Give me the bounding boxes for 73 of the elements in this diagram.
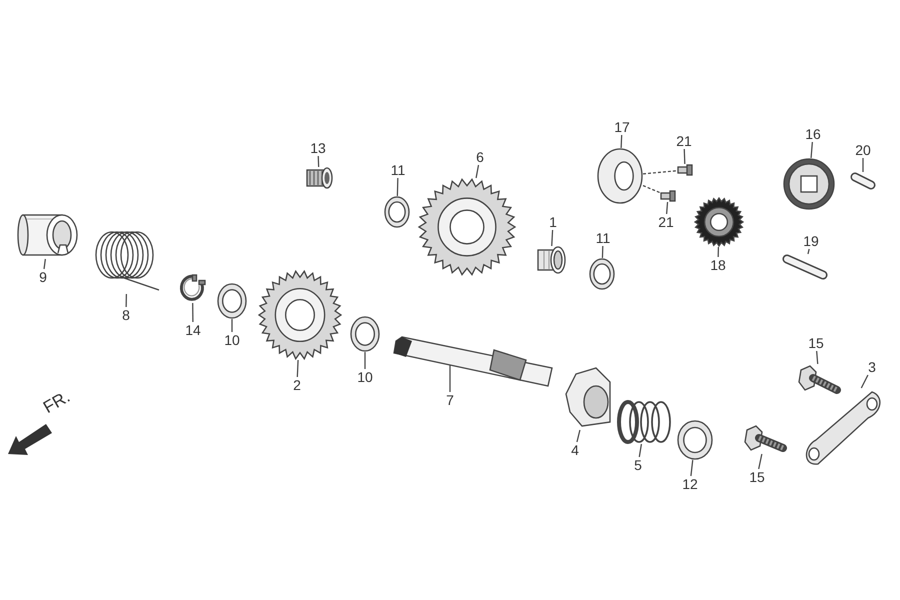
washer-drawing (677, 420, 713, 460)
washer-drawing (350, 316, 380, 352)
callout-number: 21 (657, 214, 675, 230)
callout-number: 17 (613, 119, 631, 135)
callout-number: 5 (633, 457, 643, 473)
callout-number: 11 (594, 230, 612, 246)
leader-line (318, 156, 320, 168)
bolt-drawing (798, 364, 840, 396)
leader-line (718, 246, 720, 258)
leader-line (576, 430, 580, 442)
callout-number: 4 (570, 442, 580, 458)
leader-line (620, 134, 622, 148)
callout-number: 20 (854, 142, 872, 158)
gear-drawing (418, 178, 516, 276)
callout-number: 16 (804, 126, 822, 142)
callout-number: 2 (292, 377, 302, 393)
leader-line (666, 202, 668, 214)
leader-line (638, 444, 642, 458)
leader-line (684, 148, 686, 164)
leader-line (43, 258, 46, 270)
assembly-line (642, 185, 660, 194)
disc-drawing (783, 158, 835, 210)
callout-number: 10 (223, 332, 241, 348)
leader-line (810, 142, 813, 158)
callout-number: 18 (709, 257, 727, 273)
callout-number: 3 (867, 359, 877, 375)
callout-number: 13 (309, 140, 327, 156)
leader-line (231, 319, 233, 332)
callout-number: 15 (807, 335, 825, 351)
leader-line (449, 364, 451, 392)
leader-line (192, 303, 194, 322)
plate-drawing (597, 148, 643, 204)
direction-label: FR. (40, 386, 74, 418)
callout-number: 1 (548, 214, 558, 230)
callout-number: 9 (38, 269, 48, 285)
washer-drawing (589, 258, 615, 290)
washer-drawing (384, 196, 410, 228)
clip-drawing (179, 274, 206, 303)
leader-line (862, 158, 864, 172)
bolt-drawing (744, 424, 786, 454)
leader-line (758, 454, 762, 470)
callout-number: 10 (356, 369, 374, 385)
leader-line (476, 164, 480, 178)
callout-number: 19 (802, 233, 820, 249)
leader-line (396, 178, 398, 196)
gear-drawing (258, 270, 342, 360)
assembly-line (642, 170, 678, 174)
pin-drawing (782, 254, 828, 280)
callout-number: 7 (445, 392, 455, 408)
washer-drawing (217, 283, 247, 319)
callout-number: 14 (184, 322, 202, 338)
gear-drawing (694, 197, 744, 247)
leader-line (296, 360, 299, 378)
callout-number: 15 (748, 469, 766, 485)
callout-number: 8 (121, 307, 131, 323)
leader-line (602, 246, 604, 258)
spring-drawing (618, 400, 672, 444)
screw-drawing (677, 164, 693, 176)
bushing-drawing (536, 246, 566, 274)
callout-number: 21 (675, 133, 693, 149)
leader-line (551, 230, 554, 246)
callout-number: 11 (390, 162, 406, 178)
callout-number: 6 (475, 149, 485, 165)
pin-drawing (850, 172, 876, 190)
leader-line (860, 374, 868, 388)
leader-line (816, 350, 818, 364)
leader-line (364, 352, 366, 369)
callout-number: 12 (681, 476, 699, 492)
leader-line (807, 248, 810, 254)
leader-line (126, 294, 127, 308)
leader-line (690, 460, 694, 476)
screw-drawing (660, 190, 676, 202)
bearing-drawing (305, 167, 333, 189)
